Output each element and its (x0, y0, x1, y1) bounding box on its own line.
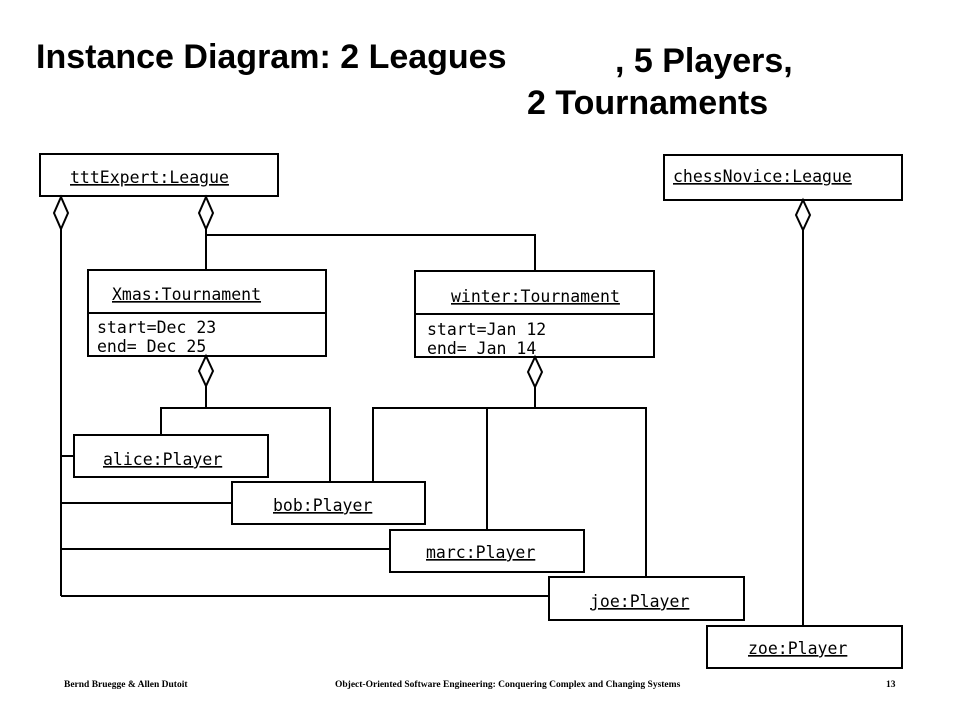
zoe-player-label: zoe:Player (748, 639, 847, 658)
alice-player-label: alice:Player (103, 450, 222, 469)
winter-start-attribute: start=Jan 12 (427, 320, 546, 339)
winter-player-aggregation-diamond (526, 354, 544, 390)
bob-player-label: bob:Player (273, 496, 372, 515)
ttt-tournament-aggregation-diamond (197, 194, 215, 232)
title-line-1-continued: , 5 Players, (615, 42, 793, 80)
ttt-player-aggregation-diamond (52, 194, 70, 232)
chess-league-box (663, 154, 903, 201)
winter-tournament-label: winter:Tournament (451, 287, 620, 306)
title-line-1: Instance Diagram: 2 Leagues (36, 38, 507, 76)
ttt-tournament-link (205, 229, 536, 271)
xmas-end-attribute: end= Dec 25 (97, 337, 206, 356)
xmas-tournament-label: Xmas:Tournament (112, 285, 261, 304)
title-line-2: 2 Tournaments (527, 84, 769, 122)
joe-player-label: joe:Player (590, 592, 689, 611)
ttt-league-box (39, 153, 279, 197)
xmas-alice-bob-links (160, 407, 331, 482)
marc-player-label: marc:Player (426, 543, 535, 562)
footer-authors: Bernd Bruegge & Allen Dutoit (64, 680, 188, 690)
chess-league-label: chessNovice:League (673, 167, 852, 186)
footer-page-number: 13 (886, 680, 896, 690)
footer-book-title: Object-Oriented Software Engineering: Co… (335, 680, 681, 690)
zoe-player-box (706, 625, 903, 669)
ttt-league-label: tttExpert:League (70, 168, 229, 187)
winter-bob-joe-links (372, 407, 647, 577)
xmas-player-aggregation-diamond (197, 353, 215, 389)
xmas-start-attribute: start=Dec 23 (97, 318, 216, 337)
chess-player-aggregation-diamond (794, 197, 812, 233)
winter-end-attribute: end= Jan 14 (427, 339, 536, 358)
